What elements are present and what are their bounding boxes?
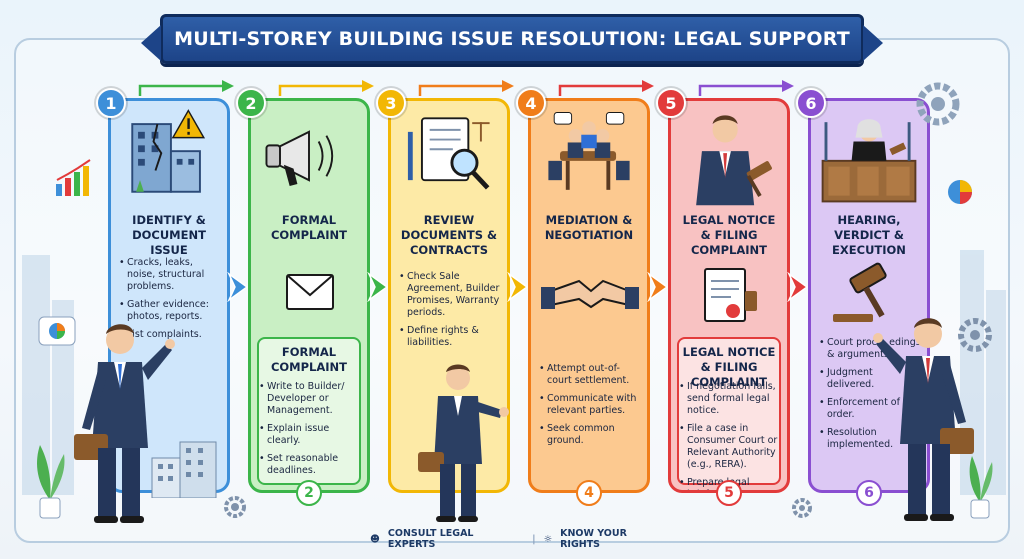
step-heading: REVIEW DOCUMENTS & CONTRACTS bbox=[400, 213, 498, 257]
footer-separator: | bbox=[532, 533, 536, 545]
buildings-icon bbox=[151, 441, 217, 498]
businessman-pointing-icon bbox=[74, 324, 175, 523]
step-card-2: FORMAL COMPLAINT FORMAL COMPLAINT Write to… bbox=[248, 98, 370, 493]
step-heading: MEDIATION & NEGOTIATION bbox=[544, 213, 634, 242]
step-bullet: If negotiation fails, send formal legal … bbox=[679, 381, 781, 417]
top-connector-arrow-icon bbox=[558, 80, 654, 96]
step-number-badge: 3 bbox=[376, 88, 406, 118]
step-bullet-list: If negotiation fails, send formal legal … bbox=[679, 381, 781, 490]
step-bottom-number-badge: 5 bbox=[716, 480, 742, 506]
document-magnifier-icon bbox=[407, 117, 490, 190]
step-bottom-number-badge: 2 bbox=[296, 480, 322, 506]
step-heading: LEGAL NOTICE & FILING COMPLAINT bbox=[682, 213, 776, 257]
step-bottom-number-badge: 4 bbox=[576, 480, 602, 506]
step-heading: HEARING, VERDICT & EXECUTION bbox=[832, 213, 906, 257]
gear-icon bbox=[958, 318, 992, 352]
step-number-badge: 1 bbox=[96, 88, 126, 118]
step-bullet: Set reasonable deadlines. bbox=[259, 453, 361, 477]
side-chevron-arrow-icon bbox=[507, 272, 529, 302]
gavel-icon bbox=[833, 262, 887, 322]
envelope-icon bbox=[286, 274, 334, 310]
step-bullet: Attempt out-of-court settlement. bbox=[539, 363, 641, 387]
step-heading: FORMAL COMPLAINT bbox=[270, 213, 348, 242]
lightbulb-icon: ☼ bbox=[543, 533, 553, 545]
gear-icon bbox=[792, 498, 812, 518]
footer-consult-text: CONSULT LEGAL EXPERTS bbox=[387, 528, 474, 550]
plant-icon bbox=[37, 445, 65, 519]
step-bullet: Prepare legal briefs. bbox=[679, 477, 781, 490]
step-number-badge: 2 bbox=[236, 88, 266, 118]
handshake-icon bbox=[541, 279, 639, 309]
gavel-lawyer-icon bbox=[696, 115, 772, 206]
step-bullet: Check Sale Agreement, Builder Promises, … bbox=[399, 271, 501, 319]
pie-chart-icon bbox=[948, 180, 972, 204]
step-bullet: Communicate with relevant parties. bbox=[539, 393, 641, 417]
step-bullet: Define rights & liabilities. bbox=[399, 325, 501, 349]
businessman-presenting-icon bbox=[418, 364, 509, 522]
step-bullet: Write to Builder/ Developer or Managemen… bbox=[259, 381, 361, 417]
step-bullet-list: Court proce- edings & arguments. Judgment… bbox=[819, 337, 921, 457]
step-heading: IDENTIFY & DOCUMENT ISSUE bbox=[132, 213, 206, 257]
step-number-badge: 4 bbox=[516, 88, 546, 118]
step-bullet: Court proce- edings & arguments. bbox=[819, 337, 921, 361]
step-card-4: MEDIATION & NEGOTIATION Attempt out-of-co… bbox=[528, 98, 650, 493]
step-bullet: File a case in Consumer Court or Relevan… bbox=[679, 423, 781, 471]
step-bullet: Enforcement of the order. bbox=[819, 397, 921, 421]
step-sub-heading: FORMAL COMPLAINT bbox=[270, 345, 348, 374]
side-chevron-arrow-icon bbox=[647, 272, 669, 302]
experts-icon: ☻ bbox=[370, 533, 380, 545]
top-connector-arrow-icon bbox=[698, 80, 794, 96]
businessman-pointing-icon bbox=[873, 318, 974, 521]
footer: ☻ CONSULT LEGAL EXPERTS | ☼ KNOW YOUR RI… bbox=[370, 528, 670, 550]
step-bottom-number-badge: 6 bbox=[856, 480, 882, 506]
handshake-icon bbox=[548, 112, 630, 190]
step-bullet: Judgment delivered. bbox=[819, 367, 921, 391]
pie-chart-bubble-icon bbox=[38, 316, 76, 346]
side-chevron-arrow-icon bbox=[227, 272, 249, 302]
plant-icon bbox=[969, 456, 993, 519]
top-connector-arrow-icon bbox=[278, 80, 374, 96]
step-number-badge: 6 bbox=[796, 88, 826, 118]
top-connector-arrow-icon bbox=[418, 80, 514, 96]
gear-icon bbox=[224, 496, 246, 518]
page-title: MULTI-STOREY BUILDING ISSUE RESOLUTION: … bbox=[174, 28, 850, 50]
title-banner: MULTI-STOREY BUILDING ISSUE RESOLUTION: … bbox=[141, 14, 883, 64]
side-chevron-arrow-icon bbox=[787, 272, 809, 302]
step-bullet: Explain issue clearly. bbox=[259, 423, 361, 447]
step-bullet-list: Check Sale Agreement, Builder Promises, … bbox=[399, 271, 501, 355]
step-bullet: Seek common ground. bbox=[539, 423, 641, 447]
step-bullet-list: Write to Builder/ Developer or Managemen… bbox=[259, 381, 361, 483]
legal-notice-stamp-icon bbox=[704, 268, 757, 322]
side-chevron-arrow-icon bbox=[367, 272, 389, 302]
step-bullet: Resolution implemented. bbox=[819, 427, 921, 451]
megaphone-icon bbox=[265, 130, 334, 186]
judge-courtroom-icon bbox=[821, 119, 917, 203]
step-bullet-list: Attempt out-of-court settlement. Communic… bbox=[539, 363, 641, 453]
top-connector-arrow-icon bbox=[138, 80, 234, 96]
gear-icon bbox=[916, 82, 960, 126]
bar-chart-icon bbox=[56, 159, 91, 196]
footer-rights-text: KNOW YOUR RIGHTS bbox=[560, 528, 627, 550]
step-bullet: Gather evidence: photos, reports. bbox=[119, 299, 221, 323]
step-number-badge: 5 bbox=[656, 88, 686, 118]
step-bullet: Cracks, leaks, noise, structural problem… bbox=[119, 257, 221, 293]
cracked-building-icon bbox=[131, 109, 206, 193]
